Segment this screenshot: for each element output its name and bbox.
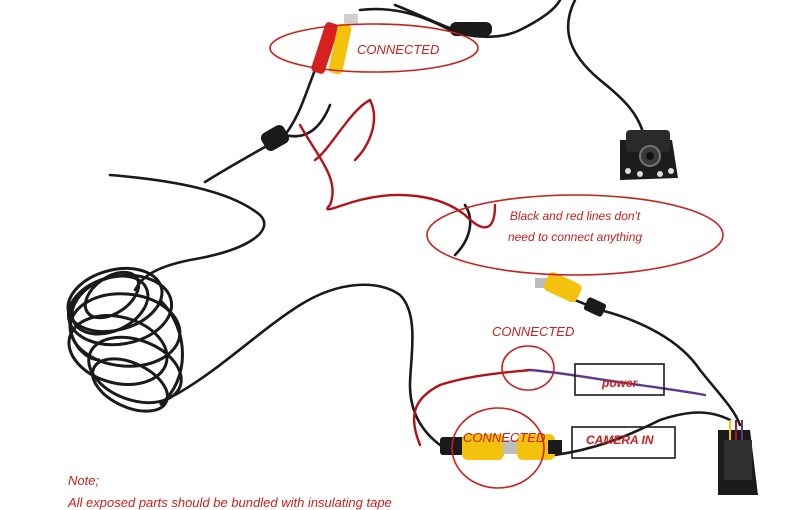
label-camera-in: CAMERA IN [586, 433, 654, 447]
label-black-red-line1: Black and red lines don't [509, 209, 641, 223]
ellipse-black-red [426, 194, 724, 276]
label-power: power [602, 376, 638, 390]
label-black-red-line2: need to connect anything [507, 230, 643, 244]
cable-coil [66, 266, 184, 413]
label-black-red-lines: Black and red lines don't need to connec… [472, 206, 678, 248]
note-title: Note; [68, 473, 100, 488]
right-yellow-rca [535, 272, 607, 317]
multi-pin-plug [718, 420, 758, 495]
label-connected-top: CONNECTED [357, 42, 440, 57]
top-rca-connectors [311, 14, 492, 75]
rear-camera-icon [620, 130, 678, 180]
black-cables [108, 0, 742, 457]
ellipse-top-connected [269, 23, 479, 73]
ellipse-mid-connected [501, 345, 555, 391]
annotation-ellipses [269, 23, 724, 489]
ferrite-block [260, 125, 290, 151]
note-text: All exposed parts should be bundled with… [68, 495, 392, 510]
ellipse-bottom-connected [451, 407, 545, 489]
red-cables [298, 98, 707, 447]
label-connected-bottom: CONNECTED [463, 430, 546, 445]
box-camera-in [571, 426, 676, 459]
bottom-yellow-rca [440, 434, 562, 460]
label-connected-mid: CONNECTED [492, 324, 575, 339]
annotation-boxes [571, 363, 676, 459]
box-power [574, 363, 665, 396]
